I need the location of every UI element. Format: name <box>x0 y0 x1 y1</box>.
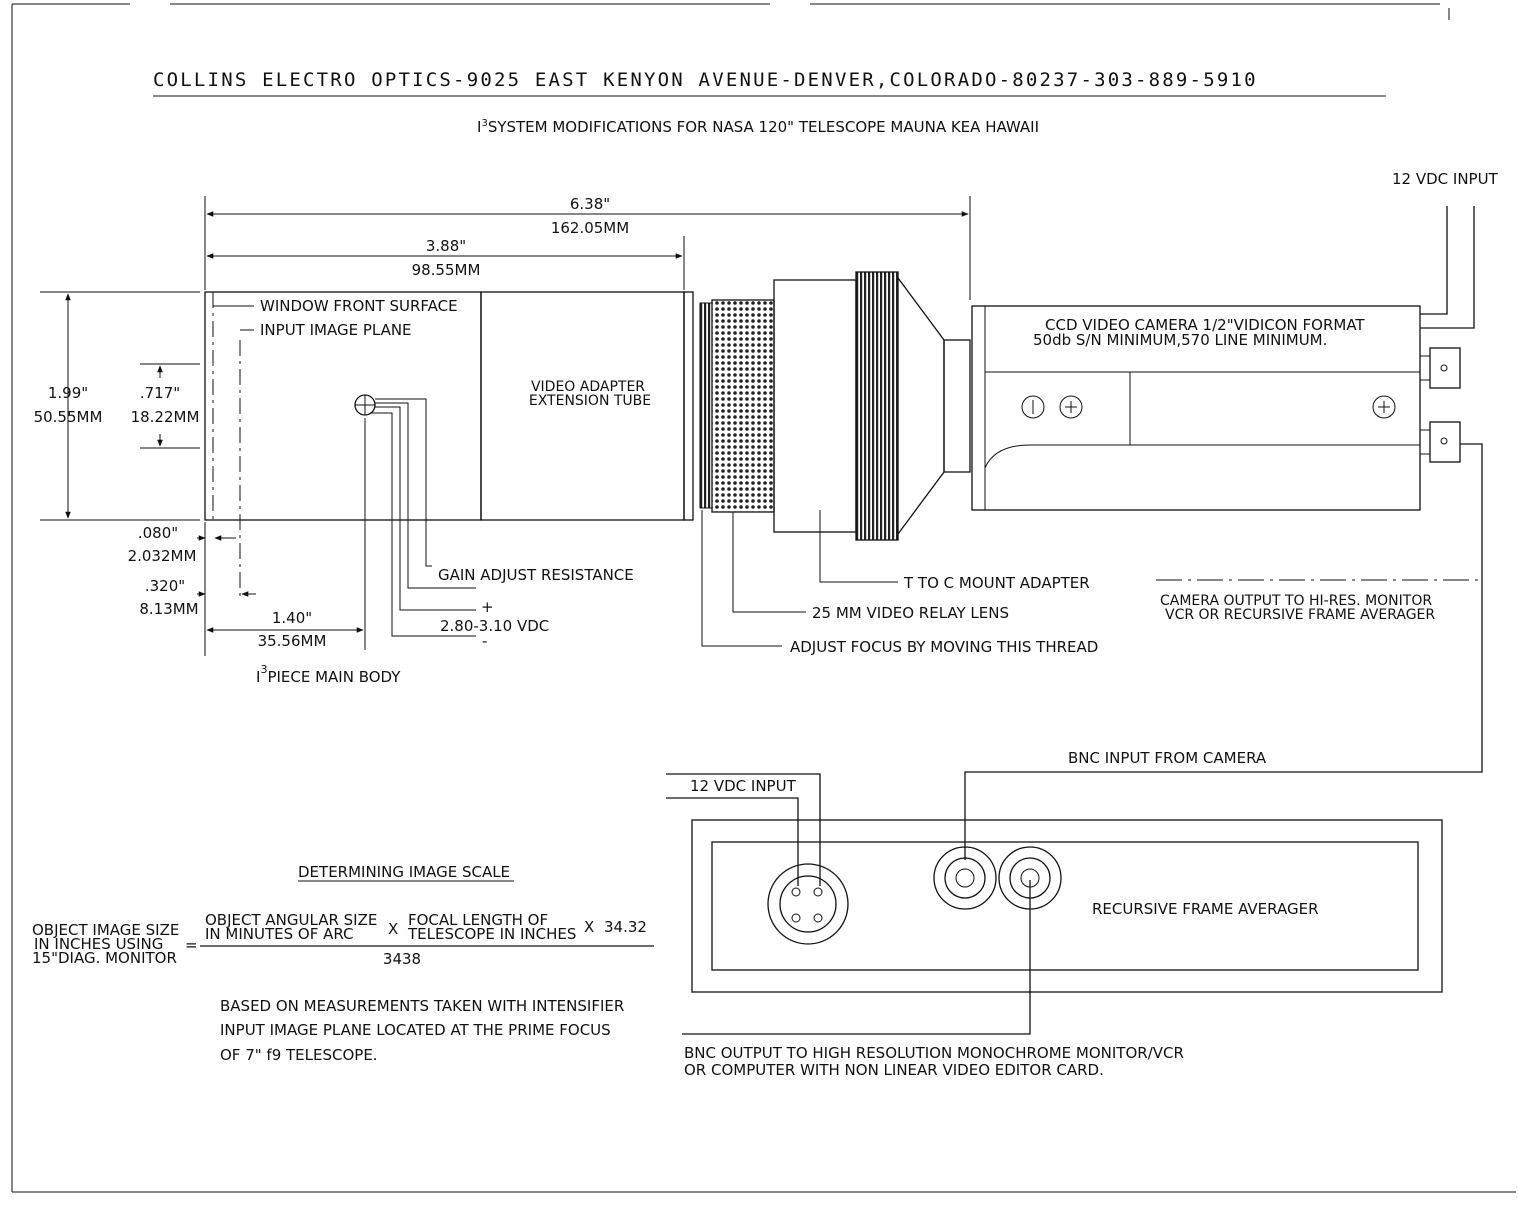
video-adapter-label-2: EXTENSION TUBE <box>529 393 651 409</box>
averager-power-label: 12 VDC INPUT <box>690 777 797 795</box>
negative-terminal: - <box>482 632 487 650</box>
tube-length-dimension: 3.88" 98.55MM <box>206 236 685 290</box>
formula-lhs-line-3: 15"DIAG. MONITOR <box>32 949 177 967</box>
measurement-notes: BASED ON MEASUREMENTS TAKEN WITH INTENSI… <box>220 997 624 1064</box>
height-inches: 1.99" <box>48 384 88 402</box>
averager-label: RECURSIVE FRAME AVERAGER <box>1092 900 1319 918</box>
image-size-inches: .717" <box>140 384 180 402</box>
camera-power-wiring: 12 VDC INPUT <box>1392 170 1499 329</box>
note-line-1: BASED ON MEASUREMENTS TAKEN WITH INTENSI… <box>220 997 624 1015</box>
relay-lens-callout: 25 MM VIDEO RELAY LENS <box>732 512 1009 622</box>
formula-times-2: X <box>584 918 594 936</box>
formula-lhs-line-2: IN INCHES USING <box>34 935 163 953</box>
overall-length-dimension: 6.38" 162.05MM <box>204 195 971 300</box>
focus-thread <box>699 302 713 509</box>
formula-lhs-line-1: OBJECT IMAGE SIZE <box>32 921 179 939</box>
camera-connector-upper <box>1429 347 1461 389</box>
screw-phillips-icon <box>1059 395 1083 419</box>
note-line-2: INPUT IMAGE PLANE LOCATED AT THE PRIME F… <box>220 1021 611 1039</box>
screw-phillips-icon <box>1372 395 1396 419</box>
camera-output-wiring: CAMERA OUTPUT TO HI-RES. MONITOR VCR OR … <box>964 443 1484 860</box>
video-adapter-label-1: VIDEO ADAPTER <box>531 379 645 395</box>
height-mm: 50.55MM <box>34 408 103 426</box>
power-connector-icon <box>767 863 849 945</box>
note-line-3: OF 7" f9 TELESCOPE. <box>220 1046 378 1064</box>
recursive-frame-averager: RECURSIVE FRAME AVERAGER <box>691 819 1443 993</box>
bnc-output-line-2: OR COMPUTER WITH NON LINEAR VIDEO EDITOR… <box>684 1061 1104 1079</box>
main-body-label: I3PIECE MAIN BODY <box>256 663 401 686</box>
body-length-inches: 1.40" <box>272 609 312 627</box>
body-length-dimension: 1.40" 35.56MM <box>206 418 366 650</box>
camera-output-line-2: VCR OR RECURSIVE FRAME AVERAGER <box>1165 607 1435 623</box>
adjust-focus-label: ADJUST FOCUS BY MOVING THIS THREAD <box>790 638 1098 656</box>
supply-voltage-label: 2.80-3.10 VDC <box>440 617 549 635</box>
camera-spec-line-1: CCD VIDEO CAMERA 1/2"VIDICON FORMAT <box>1045 316 1365 334</box>
title-superscript: 3 <box>481 118 487 129</box>
formula-times-1: X <box>388 920 398 938</box>
image-plane-dimension: .320" 8.13MM <box>139 577 256 618</box>
image-size-mm: 18.22MM <box>131 408 200 426</box>
input-plane-label: INPUT IMAGE PLANE <box>260 321 412 339</box>
camera-output-line-1: CAMERA OUTPUT TO HI-RES. MONITOR <box>1160 593 1432 609</box>
camera-spec-line-2: 50db S/N MINIMUM,570 LINE MINIMUM. <box>1033 331 1327 349</box>
body-length-mm: 35.56MM <box>258 632 327 650</box>
image-plane-inches: .320" <box>145 577 185 595</box>
company-header: COLLINS ELECTRO OPTICS-9025 EAST KENYON … <box>153 69 1258 91</box>
overall-length-inches: 6.38" <box>570 195 610 213</box>
input-plane-callout: INPUT IMAGE PLANE <box>240 321 412 339</box>
averager-power-wiring: 12 VDC INPUT <box>666 773 821 886</box>
formula-numerator-b-1: FOCAL LENGTH OF <box>408 911 548 929</box>
title-prefix: I <box>477 118 481 136</box>
bnc-input-connector-icon <box>933 846 997 910</box>
main-body-prefix: I <box>256 668 260 686</box>
formula-numerator-a-2: IN MINUTES OF ARC <box>205 925 354 943</box>
main-body-text: PIECE MAIN BODY <box>267 668 401 686</box>
camera-power-label: 12 VDC INPUT <box>1392 170 1499 188</box>
formula-numerator-b-2: TELESCOPE IN INCHES <box>407 925 576 943</box>
gain-adjust-label: GAIN ADJUST RESISTANCE <box>438 566 634 584</box>
gain-resistor-wiring: GAIN ADJUST RESISTANCE + 2.80-3.10 VDC - <box>370 398 634 650</box>
title-text: SYSTEM MODIFICATIONS FOR NASA 120" TELES… <box>488 118 1039 136</box>
formula-factor: 34.32 <box>604 918 647 936</box>
video-adapter-extension-tube: VIDEO ADAPTER EXTENSION TUBE <box>480 291 694 521</box>
positive-terminal: + <box>481 598 494 616</box>
tube-length-inches: 3.88" <box>426 237 466 255</box>
camera-connector-lower <box>1429 421 1461 463</box>
formula-heading: DETERMINING IMAGE SCALE <box>298 863 510 881</box>
image-plane-mm: 8.13MM <box>139 600 198 618</box>
image-scale-formula: DETERMINING IMAGE SCALE OBJECT IMAGE SIZ… <box>32 863 654 968</box>
window-thickness-inches: .080" <box>138 524 178 542</box>
window-front-callout: WINDOW FRONT SURFACE <box>213 297 458 315</box>
window-front-label: WINDOW FRONT SURFACE <box>260 297 458 315</box>
t-to-c-mount-adapter <box>773 271 971 541</box>
relay-lens-label: 25 MM VIDEO RELAY LENS <box>812 604 1009 622</box>
formula-equals: = <box>185 936 198 954</box>
relay-lens-knurled-ring <box>711 299 775 513</box>
screw-slot-icon <box>1021 395 1045 419</box>
t-to-c-callout: T TO C MOUNT ADAPTER <box>819 510 1090 592</box>
overall-length-mm: 162.05MM <box>551 219 629 237</box>
t-to-c-label: T TO C MOUNT ADAPTER <box>903 574 1090 592</box>
window-thickness-dimension: .080" 2.032MM <box>128 522 236 656</box>
formula-numerator-a-1: OBJECT ANGULAR SIZE <box>205 911 377 929</box>
window-thickness-mm: 2.032MM <box>128 547 197 565</box>
focus-thread-callout: ADJUST FOCUS BY MOVING THIS THREAD <box>701 510 1098 656</box>
formula-denominator: 3438 <box>383 950 421 968</box>
bnc-output-line-1: BNC OUTPUT TO HIGH RESOLUTION MONOCHROME… <box>684 1044 1184 1062</box>
bnc-output-wiring: BNC OUTPUT TO HIGH RESOLUTION MONOCHROME… <box>682 880 1184 1079</box>
main-body-superscript: 3 <box>260 663 267 676</box>
system-title: I3SYSTEM MODIFICATIONS FOR NASA 120" TEL… <box>477 118 1039 136</box>
image-size-dimension: .717" 18.22MM <box>131 363 200 449</box>
sheet-frame <box>11 3 1516 1193</box>
ccd-video-camera: CCD VIDEO CAMERA 1/2"VIDICON FORMAT 50db… <box>971 305 1461 511</box>
tube-length-mm: 98.55MM <box>412 261 481 279</box>
bnc-input-label: BNC INPUT FROM CAMERA <box>1068 749 1267 767</box>
height-dimension: 1.99" 50.55MM <box>34 291 200 521</box>
